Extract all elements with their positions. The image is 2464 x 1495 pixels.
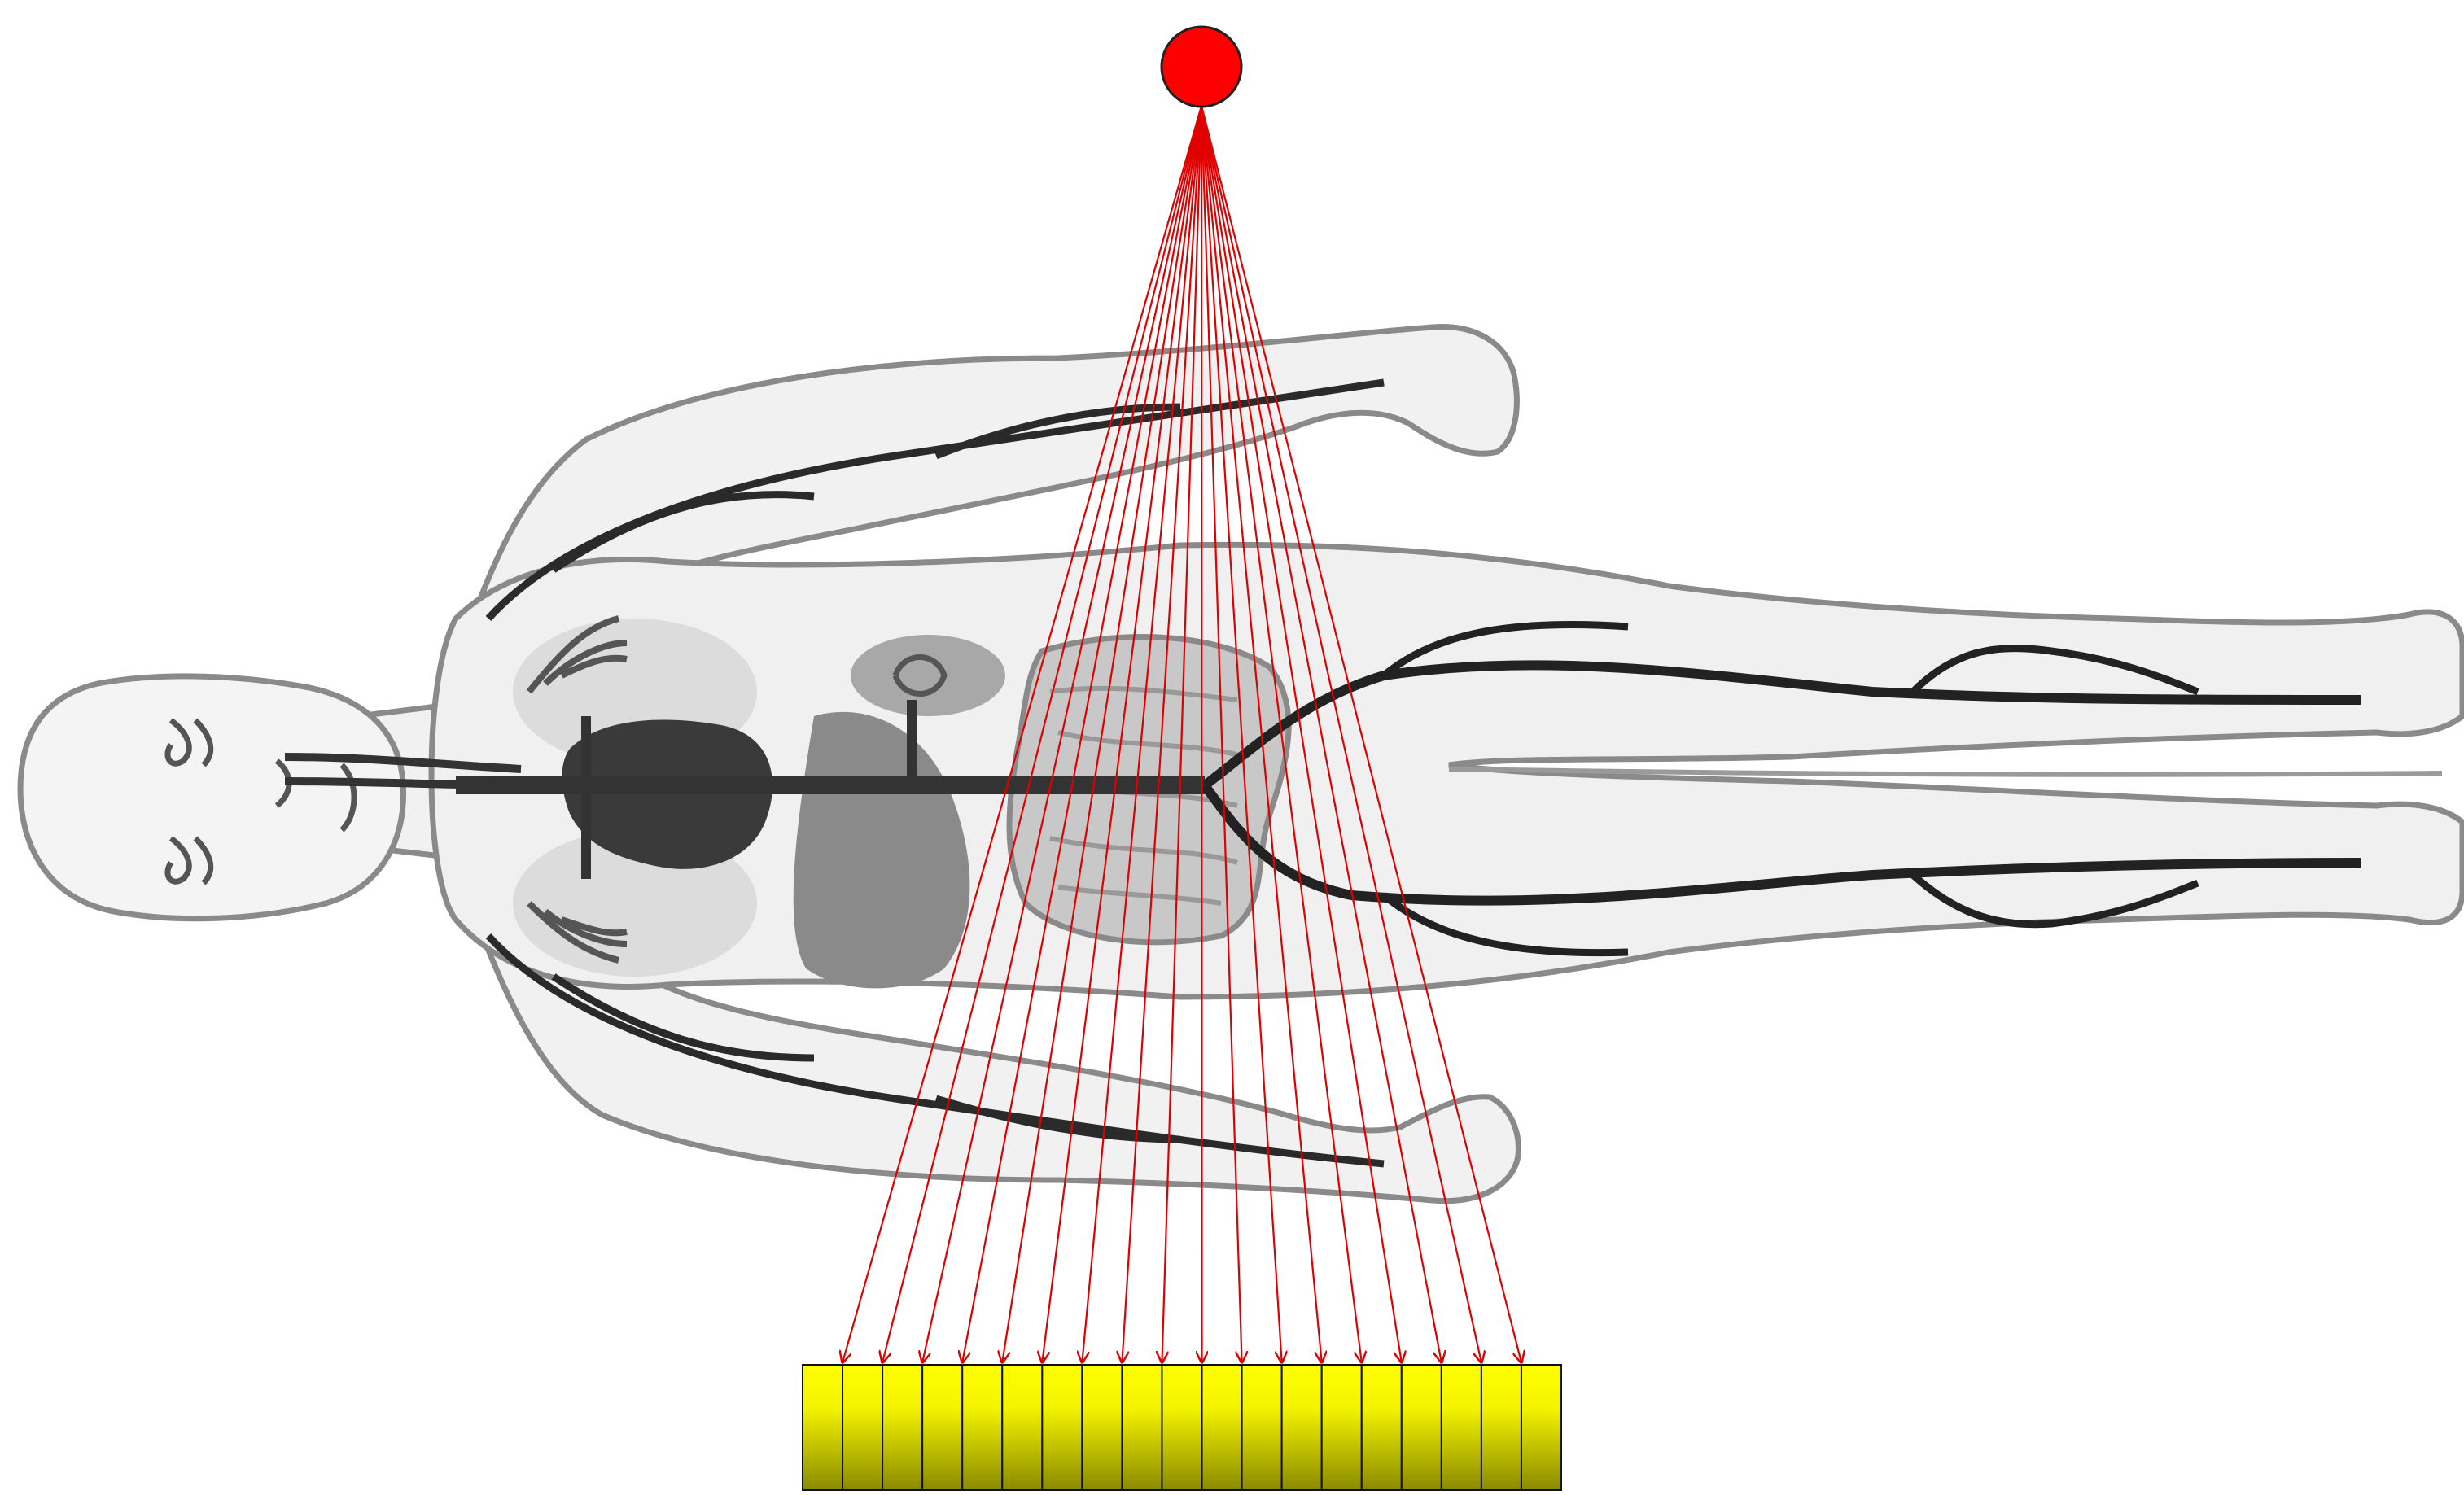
detector-element <box>1322 1365 1362 1490</box>
detector-element <box>1082 1365 1122 1490</box>
detector-element <box>962 1365 1002 1490</box>
kidney-upper <box>851 635 1005 716</box>
detector-element <box>1242 1365 1282 1490</box>
detector-array <box>803 1365 1561 1490</box>
detector-element <box>842 1365 882 1490</box>
detector-element <box>1042 1365 1082 1490</box>
detector-element <box>882 1365 922 1490</box>
detector-element <box>1362 1365 1402 1490</box>
detector-element <box>1202 1365 1242 1490</box>
detector-element <box>922 1365 962 1490</box>
detector-element <box>1162 1365 1201 1490</box>
detector-element <box>1282 1365 1322 1490</box>
xray-source-icon <box>1162 27 1241 107</box>
detector-element <box>1122 1365 1162 1490</box>
detector-element <box>803 1365 842 1490</box>
detector-element <box>1002 1365 1042 1490</box>
detector-element <box>1402 1365 1442 1490</box>
detector-element <box>1481 1365 1521 1490</box>
detector-element <box>1442 1365 1481 1490</box>
head-outline <box>20 676 404 919</box>
human-body-illustration <box>20 327 2462 1201</box>
xray-beam-arrow <box>1201 106 1202 1362</box>
detector-element <box>1521 1365 1561 1490</box>
